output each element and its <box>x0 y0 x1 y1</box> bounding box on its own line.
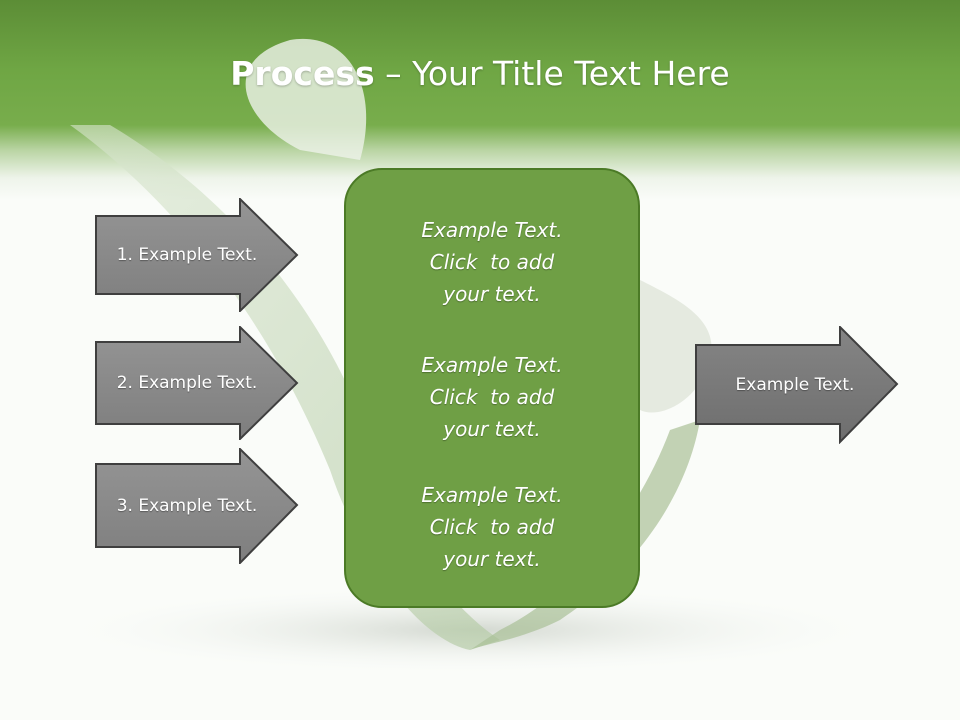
petal-right <box>640 280 712 413</box>
center-paragraph-3: Example Text. Click to add your text. <box>346 479 638 575</box>
center-line: Example Text. <box>421 483 563 507</box>
arrow-polygon-3 <box>95 448 299 564</box>
arrow-shape-1 <box>95 198 299 312</box>
center-line: your text. <box>443 282 541 306</box>
center-line: Example Text. <box>421 218 563 242</box>
arrow-label-2: 2. Example Text. <box>116 373 258 393</box>
result-arrow-polygon <box>695 326 899 444</box>
result-arrow-shape <box>695 326 899 444</box>
arrow-label-3: 3. Example Text. <box>116 496 258 516</box>
center-paragraph-1: Example Text. Click to add your text. <box>346 214 638 310</box>
center-line: your text. <box>443 417 541 441</box>
title-rest-part: – Your Title Text Here <box>374 54 730 93</box>
center-line: Click to add <box>429 385 555 409</box>
arrow-shape-2 <box>95 326 299 440</box>
center-line: Click to add <box>429 250 555 274</box>
leaf-right <box>470 420 700 650</box>
page-title: Process – Your Title Text Here <box>0 52 960 96</box>
step-arrow-1: 1. Example Text. <box>95 198 299 312</box>
arrow-polygon-1 <box>95 198 299 312</box>
arrow-label-1: 1. Example Text. <box>116 245 258 265</box>
center-paragraph-2: Example Text. Click to add your text. <box>346 349 638 445</box>
center-line: Example Text. <box>421 353 563 377</box>
step-arrow-2: 2. Example Text. <box>95 326 299 440</box>
title-bold-part: Process <box>230 54 375 93</box>
arrow-polygon-2 <box>95 326 299 440</box>
center-line: your text. <box>443 547 541 571</box>
center-text-box: Example Text. Click to add your text. Ex… <box>344 168 640 608</box>
arrow-shape-3 <box>95 448 299 564</box>
result-arrow: Example Text. <box>695 326 899 444</box>
center-line: Click to add <box>429 515 555 539</box>
result-arrow-label: Example Text. <box>735 375 855 395</box>
petal-top <box>245 38 367 160</box>
step-arrow-3: 3. Example Text. <box>95 448 299 564</box>
